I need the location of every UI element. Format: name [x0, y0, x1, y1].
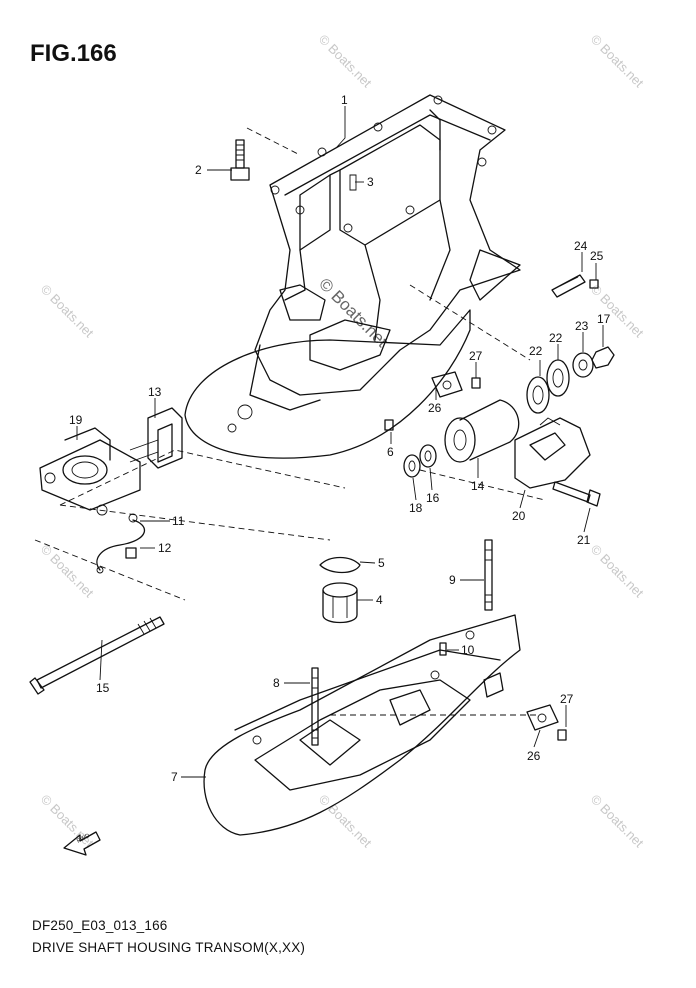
ground-wire-part: [96, 513, 145, 574]
clamp-part: [39, 427, 141, 516]
screw-part: [384, 419, 394, 431]
callout-12: 12: [158, 541, 172, 555]
callout-labels: 1 2 3 24 25 22 22 23 17 27 26 13 19 6 14…: [69, 93, 611, 784]
sleeve-part: [322, 582, 358, 624]
callout-15: 15: [96, 681, 110, 695]
long-stud-part: [29, 616, 165, 695]
mount-bracket-part: [514, 417, 591, 489]
callout-6: 6: [387, 445, 394, 459]
callout-7: 7: [171, 770, 178, 784]
washer-part: [526, 376, 550, 414]
callout-19: 19: [69, 413, 83, 427]
callout-23: 23: [575, 319, 589, 333]
watermark: © Boats.net: [588, 542, 647, 601]
callout-11: 11: [172, 514, 185, 528]
watermark: © Boats.net: [38, 282, 97, 341]
washer-part: [546, 359, 570, 397]
drive-shaft-housing-part: [184, 94, 521, 459]
watermark: © Boats.net: [38, 542, 97, 601]
watermark: © Boats.net: [588, 32, 647, 91]
callout-22: 22: [529, 344, 543, 358]
callout-17: 17: [597, 312, 611, 326]
callout-10: 10: [461, 643, 475, 657]
washer-part: [572, 352, 594, 378]
bolt-part: [471, 377, 481, 389]
figure-code: DF250_E03_013_166: [32, 918, 168, 933]
screw-part: [125, 547, 137, 559]
callout-13: 13: [148, 385, 162, 399]
mount-plate-part: [431, 371, 463, 398]
clip-part: [319, 556, 361, 574]
bolt-part: [552, 481, 601, 507]
callout-3: 3: [367, 175, 374, 189]
callout-9: 9: [449, 573, 456, 587]
watermark: © Boats.net: [316, 792, 375, 851]
leader-lines: [76, 106, 604, 778]
callout-18: 18: [409, 501, 423, 515]
washer-part: [419, 444, 437, 468]
callout-2: 2: [195, 163, 202, 177]
stud-part: [311, 667, 319, 746]
anti-ventilation-plate-part: [203, 614, 521, 836]
callout-26: 26: [428, 401, 442, 415]
callout-1: 1: [341, 93, 348, 107]
plate-part: [551, 274, 586, 298]
mount-plate-part: [526, 704, 559, 731]
watermark: © Boats.net: [316, 32, 375, 91]
nut-part: [591, 346, 615, 369]
small-bolt-part: [589, 279, 599, 289]
callout-27: 27: [560, 692, 574, 706]
bushing-part: [444, 399, 520, 463]
watermark: © Boats.net: [588, 792, 647, 851]
callout-20: 20: [512, 509, 526, 523]
callout-21: 21: [577, 533, 591, 547]
pin-part: [439, 642, 447, 656]
watermark: © Boats.net: [38, 792, 97, 851]
callout-8: 8: [273, 676, 280, 690]
callout-26: 26: [527, 749, 541, 763]
callout-25: 25: [590, 249, 604, 263]
callout-27: 27: [469, 349, 483, 363]
callout-14: 14: [471, 479, 485, 493]
bracket-part: [129, 407, 183, 469]
bolt-part: [557, 729, 567, 741]
bolt-part: [230, 139, 250, 181]
callout-16: 16: [426, 491, 440, 505]
washer-part: [403, 454, 421, 478]
callout-24: 24: [574, 239, 588, 253]
stud-part: [484, 539, 493, 611]
figure-caption: DRIVE SHAFT HOUSING TRANSOM(X,XX): [32, 940, 306, 955]
callout-5: 5: [378, 556, 385, 570]
callout-4: 4: [376, 593, 383, 607]
figure-title: FIG.166: [30, 40, 117, 67]
callout-22: 22: [549, 331, 563, 345]
